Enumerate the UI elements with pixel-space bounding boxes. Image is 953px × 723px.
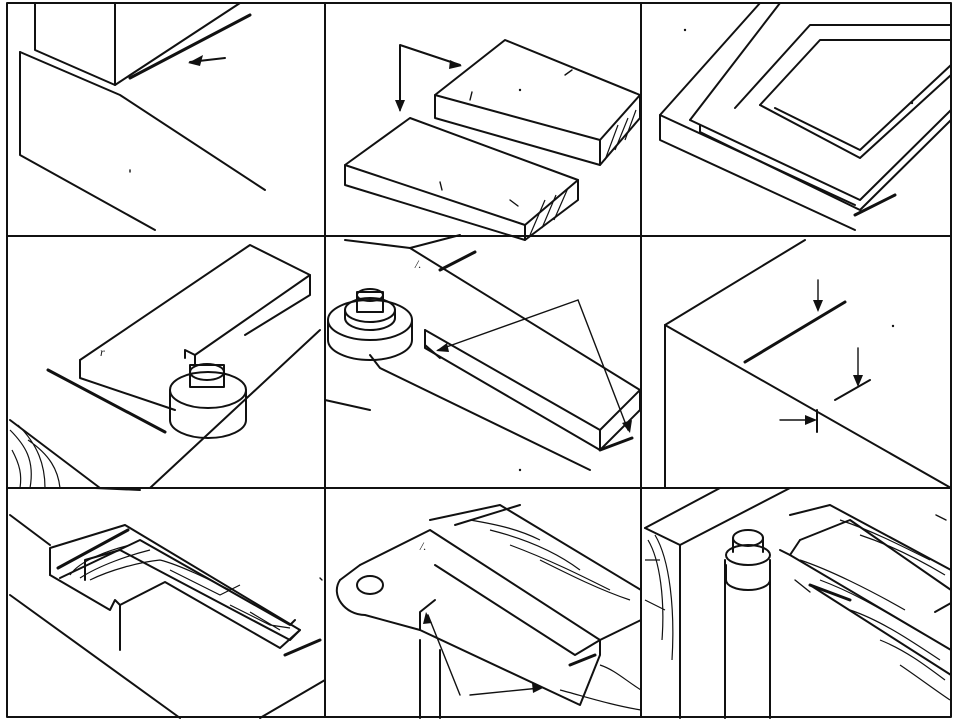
panel-template-on-groove: /. [319,504,642,719]
panel-frame [659,2,952,231]
panel-block-on-board [19,2,266,231]
panel-l-template-pin: r [9,244,321,489]
svg-text:r: r [100,345,105,359]
panel-slab-scores [664,239,952,489]
panel-l-template-mirrored: /. [324,234,641,472]
svg-text:/.: /. [419,539,426,553]
panel-two-boards [344,39,641,241]
panel-grid-lines [6,2,952,718]
panel-routed-recess [9,487,326,719]
panel-corner-joint [644,487,952,719]
svg-text:/.: /. [414,257,421,271]
